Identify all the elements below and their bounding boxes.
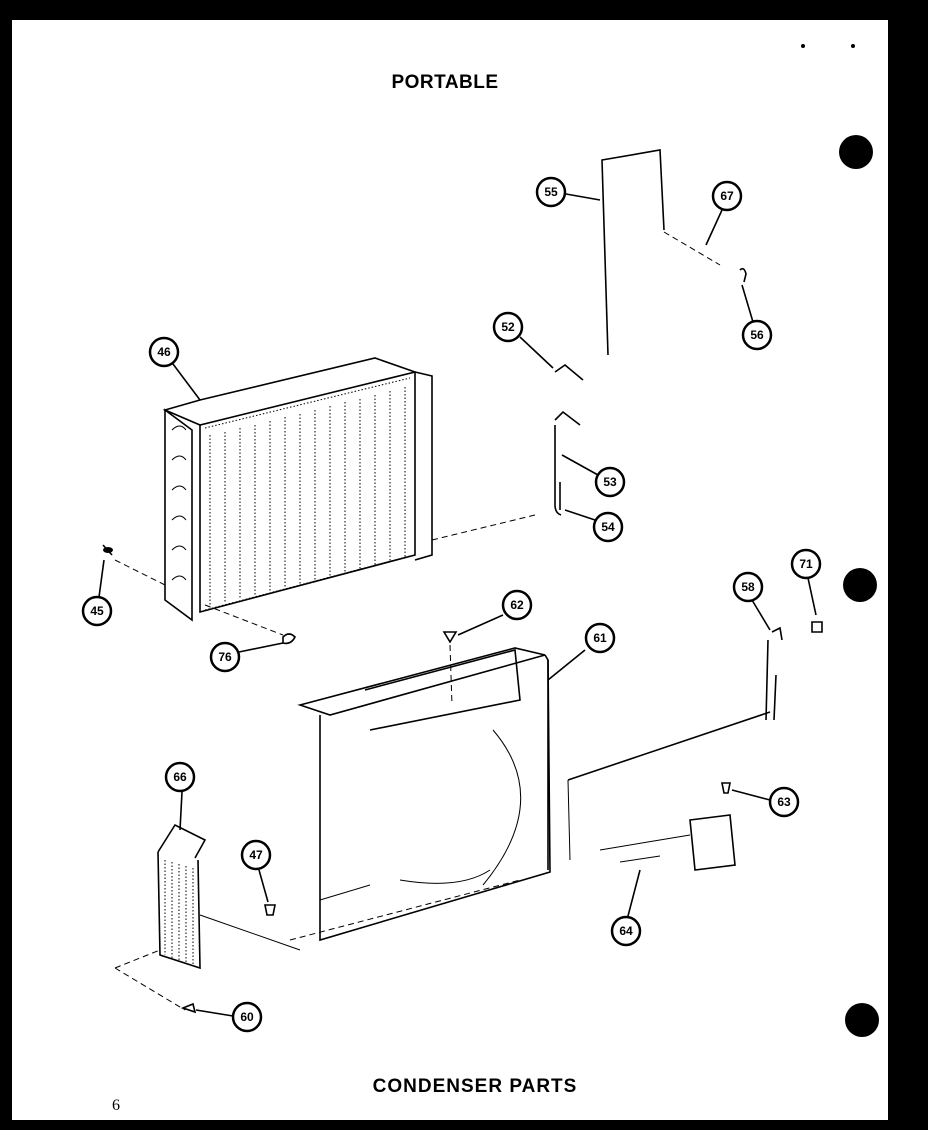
condenser-coil xyxy=(162,357,536,622)
callout-label: 53 xyxy=(603,475,617,489)
callout-60: 60 xyxy=(231,1001,263,1033)
callout-label: 76 xyxy=(218,650,232,664)
base-bracket-parts xyxy=(599,782,736,871)
callout-54: 54 xyxy=(592,511,624,543)
callout-67: 67 xyxy=(711,180,743,212)
callout-55: 55 xyxy=(535,176,567,208)
page-number: 6 xyxy=(112,1097,120,1114)
callout-76: 76 xyxy=(209,641,241,673)
bracket-part-58 xyxy=(765,621,823,721)
grille-part-66 xyxy=(114,823,207,1011)
tube-parts xyxy=(554,363,584,516)
page-title: PORTABLE xyxy=(391,72,499,93)
callout-label: 71 xyxy=(799,557,813,571)
callout-label: 56 xyxy=(750,328,764,342)
callout-label: 62 xyxy=(510,598,524,612)
callout-label: 61 xyxy=(593,631,607,645)
handle-part-55 xyxy=(601,149,747,356)
screw-part-47 xyxy=(264,904,276,916)
leader-lines xyxy=(98,193,817,1017)
screw-part-60 xyxy=(180,1002,197,1014)
clip-part-76 xyxy=(204,604,296,645)
callout-label: 64 xyxy=(619,924,633,938)
callout-label: 58 xyxy=(741,580,755,594)
screw-part-45 xyxy=(102,544,166,586)
callout-47: 47 xyxy=(240,839,272,871)
callout-52: 52 xyxy=(492,311,524,343)
callout-71: 71 xyxy=(790,548,822,580)
callout-64: 64 xyxy=(610,915,642,947)
callout-62: 62 xyxy=(501,589,533,621)
diagram-caption: CONDENSER PARTS xyxy=(372,1076,578,1097)
callout-label: 46 xyxy=(157,345,171,359)
condenser-shroud xyxy=(199,647,771,951)
callout-58: 58 xyxy=(732,571,764,603)
screw-part-62 xyxy=(442,631,458,644)
callout-label: 54 xyxy=(601,520,615,534)
binder-hole-top xyxy=(839,135,873,169)
callout-63: 63 xyxy=(768,786,800,818)
callout-label: 66 xyxy=(173,770,187,784)
diagram-sheet xyxy=(12,20,888,1120)
callout-label: 60 xyxy=(240,1010,254,1024)
binder-hole-bottom xyxy=(845,1003,879,1037)
binder-hole-middle xyxy=(843,568,877,602)
callout-label: 45 xyxy=(90,604,104,618)
callout-66: 66 xyxy=(164,761,196,793)
callout-56: 56 xyxy=(741,319,773,351)
callout-label: 52 xyxy=(501,320,515,334)
callout-45: 45 xyxy=(81,595,113,627)
callout-label: 55 xyxy=(544,185,558,199)
callout-46: 46 xyxy=(148,336,180,368)
callout-label: 47 xyxy=(249,848,263,862)
callout-53: 53 xyxy=(594,466,626,498)
callout-61: 61 xyxy=(584,622,616,654)
callout-label: 67 xyxy=(720,189,734,203)
callout-label: 63 xyxy=(777,795,791,809)
